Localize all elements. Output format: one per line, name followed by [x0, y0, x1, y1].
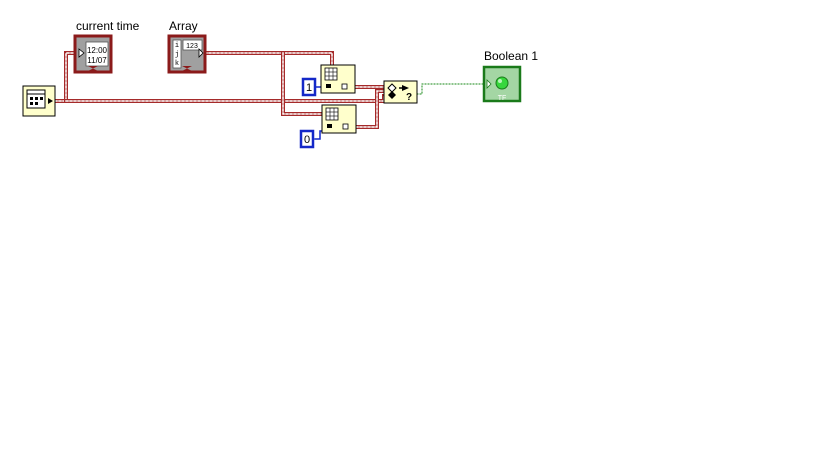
wire-array-to-index-2[interactable] [281, 51, 327, 116]
output-terminal-icon [48, 98, 53, 104]
array-indicator[interactable]: i j k 123 [167, 34, 207, 74]
led-icon [495, 76, 509, 90]
wire-time-main[interactable] [64, 94, 388, 103]
input-terminal-icon [486, 79, 492, 89]
arrow-right-icon [402, 85, 409, 91]
boolean-type-text: TF [498, 95, 507, 102]
array-index-k: k [175, 60, 179, 68]
diamond-filled-icon [388, 91, 396, 99]
array-index-i: i [175, 42, 179, 50]
boolean-1-indicator[interactable]: TF [482, 65, 522, 103]
wire-compare-to-boolean[interactable] [416, 83, 487, 95]
get-date-time-function[interactable] [22, 85, 56, 117]
hourglass-icon [182, 66, 192, 71]
boolean-1-label: Boolean 1 [484, 49, 539, 63]
array-element-type: 123 [186, 43, 198, 50]
hourglass-icon [88, 66, 98, 71]
wire-array-out[interactable] [203, 51, 334, 68]
wires [53, 51, 487, 140]
wire-time-to-current-time[interactable] [53, 51, 79, 103]
compare-question-glyph: ? [406, 92, 412, 103]
input-terminal-icon [78, 48, 85, 58]
array-label: Array [169, 19, 198, 33]
index-array-function-1[interactable] [320, 64, 356, 94]
numeric-constant-0-value: 0 [304, 134, 310, 146]
compare-function[interactable]: ? [383, 80, 418, 104]
numeric-constant-1-value: 1 [306, 82, 312, 94]
numeric-constant-0[interactable]: 0 [299, 129, 315, 149]
index-array-function-2[interactable] [321, 104, 357, 134]
wire-index-2-to-compare[interactable] [354, 89, 388, 129]
current-time-label: current time [76, 19, 140, 33]
current-time-display-time: 12:00 [87, 46, 108, 55]
current-time-display-date: 11/07 [87, 56, 107, 65]
output-terminal-icon [198, 48, 204, 58]
array-index-j: j [175, 51, 179, 59]
current-time-indicator[interactable]: 12:00 11/07 [73, 34, 113, 74]
numeric-constant-1[interactable]: 1 [301, 77, 317, 97]
